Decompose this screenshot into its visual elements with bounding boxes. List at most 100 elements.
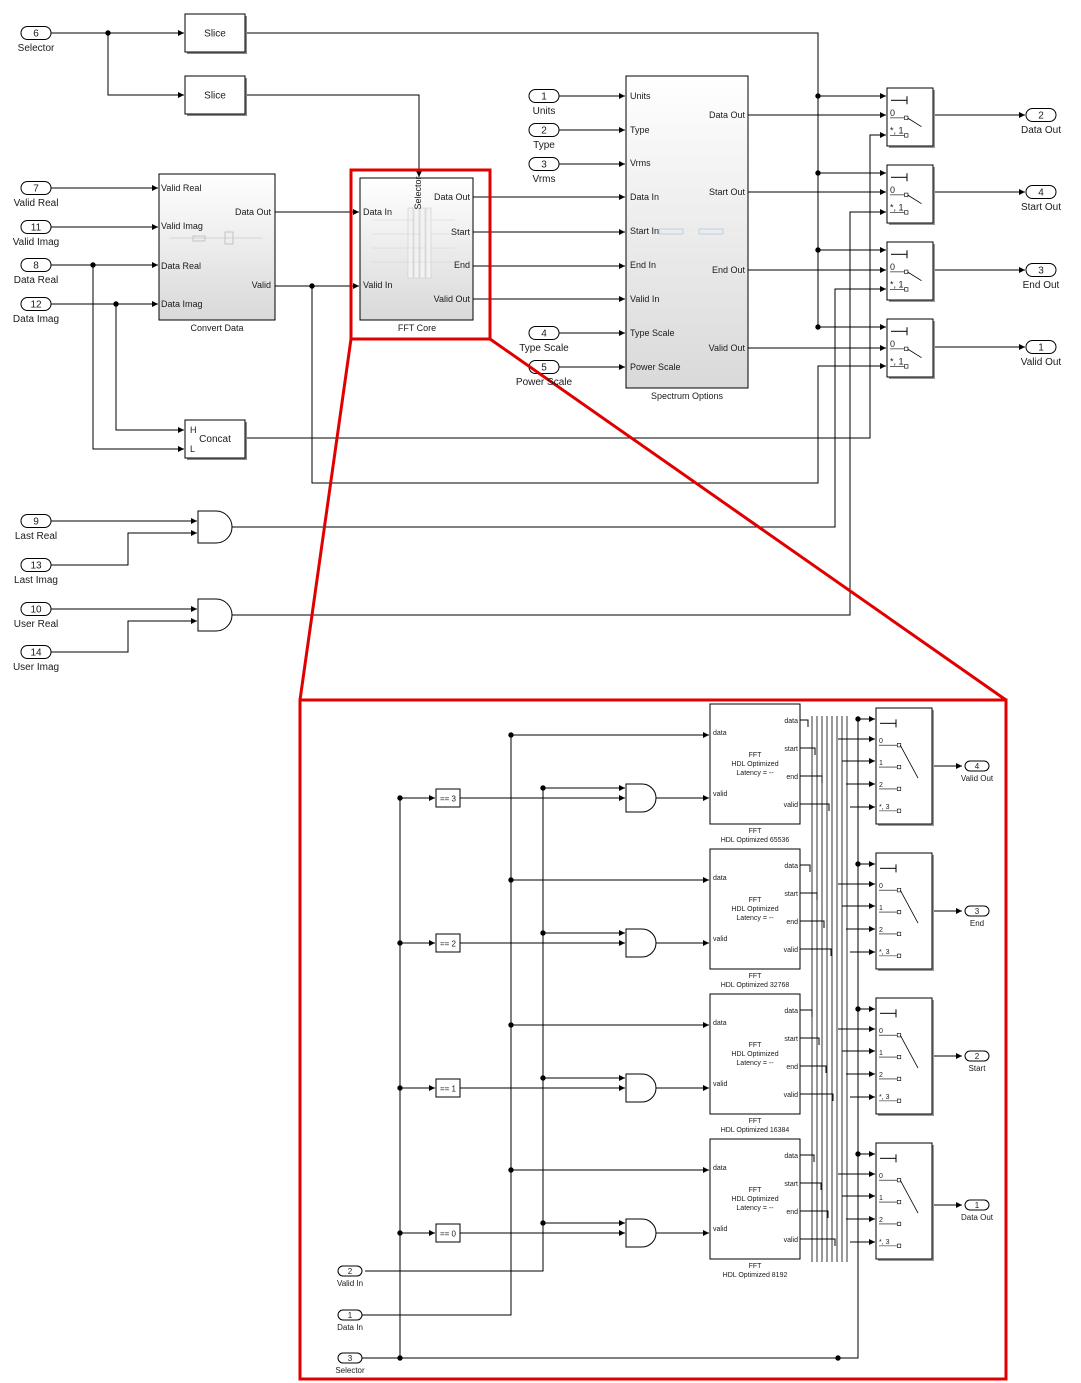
fft-in-valid-3: valid xyxy=(713,1226,728,1233)
fft-in-valid-1: valid xyxy=(713,936,728,943)
outport-valid-out-number: 1 xyxy=(1038,343,1044,354)
detail-switch-0-contact-2 xyxy=(896,786,902,791)
detail-switch-1-contact-3 xyxy=(896,953,902,958)
signal-line xyxy=(800,1238,836,1246)
top-switch-1-contact-1 xyxy=(904,210,909,215)
signal-line xyxy=(800,1210,829,1218)
spectrum-in-3: Data In xyxy=(630,192,659,202)
spectrum-out-0: Data Out xyxy=(709,110,746,120)
detail-switch-0-port-label-3: *, 3 xyxy=(879,804,890,811)
inport-type-scale-label: Type Scale xyxy=(519,343,569,354)
inport-last-imag-port xyxy=(20,558,52,572)
fft-out-0-0: data xyxy=(784,718,798,725)
convert-in-valid-real: Valid Real xyxy=(161,183,201,193)
fft-hdl-line2-1: HDL Optimized xyxy=(731,906,778,913)
inport-selector-port xyxy=(20,26,52,40)
inport-units-port xyxy=(528,89,560,103)
top-switch-3-contact-1 xyxy=(904,364,909,369)
fft-hdl-line1-2: FFT xyxy=(749,1042,763,1049)
convert-in-valid-imag: Valid Imag xyxy=(161,221,203,231)
detail-switch-2-lever xyxy=(899,1035,919,1069)
spectrum-in-1: Type xyxy=(630,125,650,135)
fft-hdl-line3-1: Latency = -- xyxy=(736,915,774,922)
fft-hdl-block-3 xyxy=(709,1138,801,1260)
signal-line xyxy=(362,719,859,1359)
fft-in-valid-2: valid xyxy=(713,1081,728,1088)
detail-inport-data-in-number: 1 xyxy=(348,1311,353,1320)
inport-data-imag-number: 12 xyxy=(30,300,42,311)
detail-switch-0-lever xyxy=(899,745,919,779)
detail-switch-2-contact-1 xyxy=(896,1054,902,1060)
signal-line xyxy=(800,920,825,928)
inport-valid-imag-number: 11 xyxy=(31,223,42,234)
detail-switch-1-port-label-1: 1 xyxy=(879,905,883,912)
compare-block-2 xyxy=(435,1078,461,1098)
inport-valid-imag-port xyxy=(20,220,52,234)
top-switch-2-contact-1 xyxy=(904,287,909,292)
fft-hdl-caption2-2: HDL Optimized 16384 xyxy=(721,1127,790,1134)
fft-out-3-2: valid xyxy=(784,1092,799,1099)
compare-block-3-label: == 0 xyxy=(440,1230,457,1239)
detail-switch-2-contact-0 xyxy=(896,1033,902,1038)
top-switch-1-lever xyxy=(907,194,922,205)
detail-switch-3-contact-3 xyxy=(896,1243,902,1248)
signal-line xyxy=(800,948,832,956)
signal-line xyxy=(800,719,809,727)
fft-hdl-line3-3: Latency = -- xyxy=(736,1205,774,1212)
signal-line xyxy=(362,735,512,1316)
inport-data-imag-port xyxy=(20,297,52,311)
fft-out-0-3: data xyxy=(784,1153,798,1160)
inport-data-imag-label: Data Imag xyxy=(13,314,59,325)
detail-outport-end-port xyxy=(964,905,990,917)
detail-inport-data-in-label: Data In xyxy=(337,1323,363,1332)
fft-hdl-line1-0: FFT xyxy=(749,752,763,759)
outport-data-out-number: 2 xyxy=(1038,111,1044,122)
fft-in-data-2: data xyxy=(713,1020,727,1027)
detail-outport-valid-out-port xyxy=(964,760,990,772)
fft-core-detail-frame xyxy=(298,698,1008,1381)
inport-last-real-number: 9 xyxy=(33,517,39,528)
detail-switch-0-port-label-2: 2 xyxy=(879,782,883,789)
spectrum-options-title: Spectrum Options xyxy=(651,391,724,401)
signal-line xyxy=(92,265,184,452)
convert-in-data-real: Data Real xyxy=(161,261,201,271)
top-switch-3-lever xyxy=(907,348,922,359)
spectrum-in-0: Units xyxy=(630,91,651,101)
slice-block-1 xyxy=(184,13,246,53)
signal-line xyxy=(245,132,886,439)
signal-line xyxy=(800,1065,827,1073)
detail-switch-2-port-label-0: 0 xyxy=(879,1028,883,1035)
signal-line xyxy=(800,1154,815,1162)
fft-core-highlight-box xyxy=(349,168,492,341)
detail-switch-2-port-label-2: 2 xyxy=(879,1072,883,1079)
convert-out-valid: Valid xyxy=(252,280,271,290)
signal-line xyxy=(800,1093,834,1101)
convert-out-data: Data Out xyxy=(235,207,272,217)
outport-start-out-port xyxy=(1025,185,1057,199)
fft-out-1-3: start xyxy=(784,1181,798,1188)
spectrum-in-5: End In xyxy=(630,260,656,270)
detail-outport-data-out-port xyxy=(964,1199,990,1211)
inport-vrms-label: Vrms xyxy=(533,174,556,185)
signal-line xyxy=(51,530,197,566)
spectrum-in-2: Vrms xyxy=(630,158,651,168)
fft-hdl-caption2-1: HDL Optimized 32768 xyxy=(721,982,790,989)
fft-out-1-0: start xyxy=(784,746,798,753)
top-switch-2-port-label-0: 0 xyxy=(890,262,895,272)
blocks-layer xyxy=(20,13,1057,1381)
detail-outport-valid-out-number: 4 xyxy=(975,762,980,771)
signal-line xyxy=(800,747,816,755)
outport-end-out-port xyxy=(1025,263,1057,277)
spectrum-in-7: Type Scale xyxy=(630,328,675,338)
inport-user-real-port xyxy=(20,602,52,616)
detail-switch-0-port-label-1: 1 xyxy=(879,760,883,767)
inport-data-real-port xyxy=(20,258,52,272)
top-switch-0-port-label-1: *, 1 xyxy=(890,125,904,135)
detail-switch-1-port-label-3: *, 3 xyxy=(879,949,890,956)
top-switch-0-contact-1 xyxy=(904,133,909,138)
top-switch-1-contact-0 xyxy=(904,192,909,197)
detail-switch-1 xyxy=(875,852,933,970)
fft-in-valid-0: valid xyxy=(713,791,728,798)
